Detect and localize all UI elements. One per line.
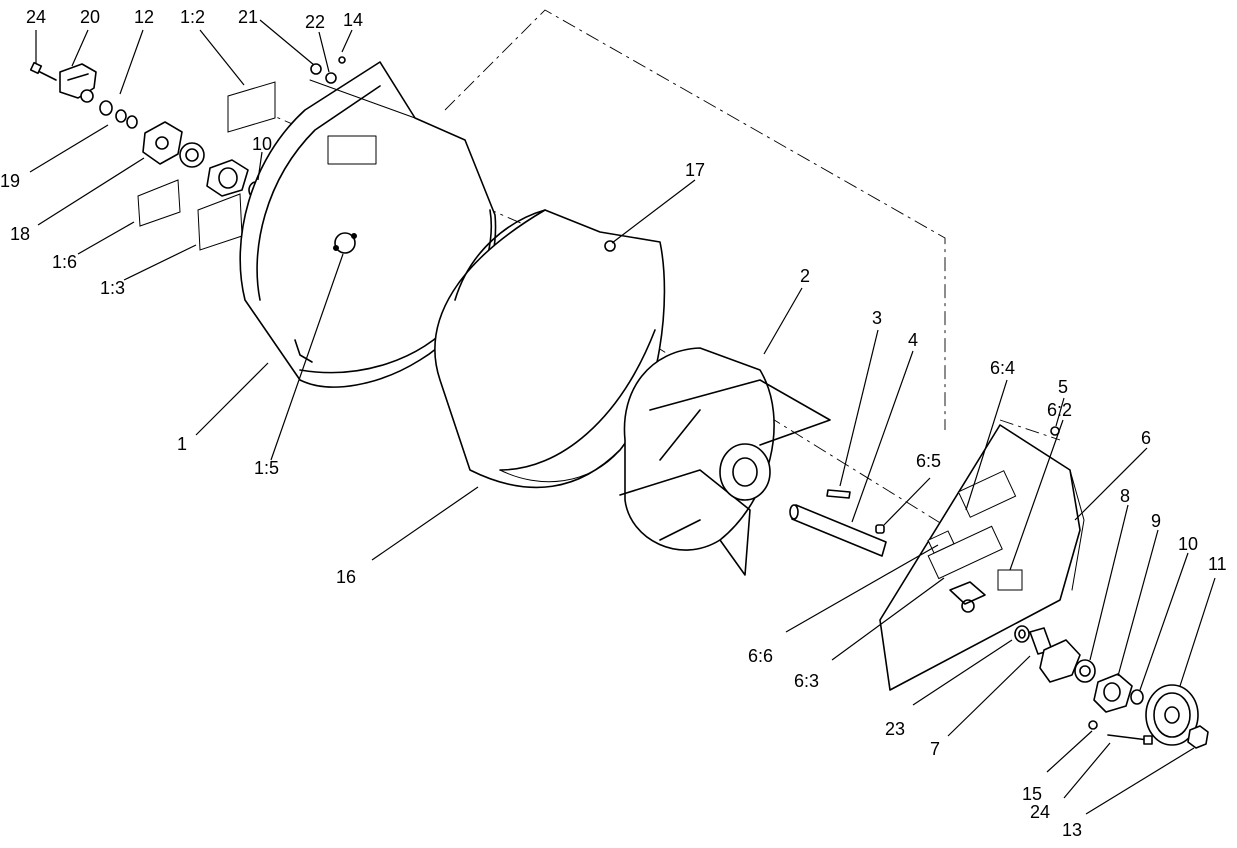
callout-23: 23	[885, 719, 905, 739]
callout-24-top: 24	[26, 7, 46, 27]
callout-labels: 24 20 12 1:2 21 22 14 10 19 18 1:6 1:3 1…	[0, 7, 1227, 840]
decal-1-2	[227, 81, 276, 133]
bolt-24-top	[29, 61, 57, 81]
flange-housing-top	[206, 159, 249, 197]
flange-plate-7	[1039, 639, 1081, 683]
nut-13	[1187, 725, 1209, 749]
leader-lines	[29, 19, 1216, 815]
callout-16: 16	[336, 567, 356, 587]
callout-5: 5	[1058, 377, 1068, 397]
washer-15	[1088, 720, 1098, 730]
callout-1-5: 1:5	[254, 458, 279, 478]
callout-6-2: 6:2	[1047, 400, 1072, 420]
callout-6: 6	[1141, 428, 1151, 448]
callout-1-2: 1:2	[180, 7, 205, 27]
spacer-23	[1014, 625, 1030, 643]
callout-14: 14	[343, 10, 363, 30]
callout-3: 3	[872, 308, 882, 328]
callout-20: 20	[80, 7, 100, 27]
callout-24-bottom: 24	[1030, 802, 1050, 822]
callout-6-3: 6:3	[794, 671, 819, 691]
callout-22: 22	[305, 12, 325, 32]
callout-18: 18	[10, 224, 30, 244]
callout-21: 21	[238, 7, 258, 27]
callout-7: 7	[930, 739, 940, 759]
callout-9: 9	[1151, 511, 1161, 531]
callout-6-5: 6:5	[916, 451, 941, 471]
decal-1-6	[137, 179, 181, 227]
side-plate-6	[879, 424, 1085, 691]
callout-8: 8	[1120, 486, 1130, 506]
washers-12	[99, 100, 138, 129]
decal-1-3	[197, 193, 243, 251]
callout-15: 15	[1022, 784, 1042, 804]
bracket-20	[59, 63, 97, 103]
callout-10-bottom: 10	[1178, 534, 1198, 554]
callout-19: 19	[0, 171, 20, 191]
callout-17: 17	[685, 160, 705, 180]
band-16	[434, 209, 666, 489]
impeller-2	[619, 347, 831, 576]
callout-6-4: 6:4	[990, 358, 1015, 378]
pulley-11	[1145, 684, 1199, 746]
callout-11: 11	[1208, 554, 1227, 574]
callout-10-top: 10	[252, 134, 272, 154]
callout-4: 4	[908, 330, 918, 350]
pin-6-5	[875, 524, 885, 534]
bolt-24-bottom	[1107, 734, 1153, 745]
flange-plate-18	[142, 121, 183, 165]
nuts-21-22-14	[310, 56, 346, 84]
callout-1: 1	[177, 434, 187, 454]
key-3	[826, 489, 851, 499]
bearing-top	[179, 142, 205, 168]
washer-10-bottom	[1130, 689, 1144, 705]
callout-1-6: 1:6	[52, 252, 77, 272]
callout-12: 12	[134, 7, 154, 27]
callout-13: 13	[1062, 820, 1082, 840]
callout-1-3: 1:3	[100, 278, 125, 298]
flange-housing-9	[1093, 673, 1133, 713]
callout-2: 2	[800, 266, 810, 286]
callout-6-6: 6:6	[748, 646, 773, 666]
bearing-8	[1074, 659, 1096, 683]
shaft-4	[789, 504, 887, 557]
